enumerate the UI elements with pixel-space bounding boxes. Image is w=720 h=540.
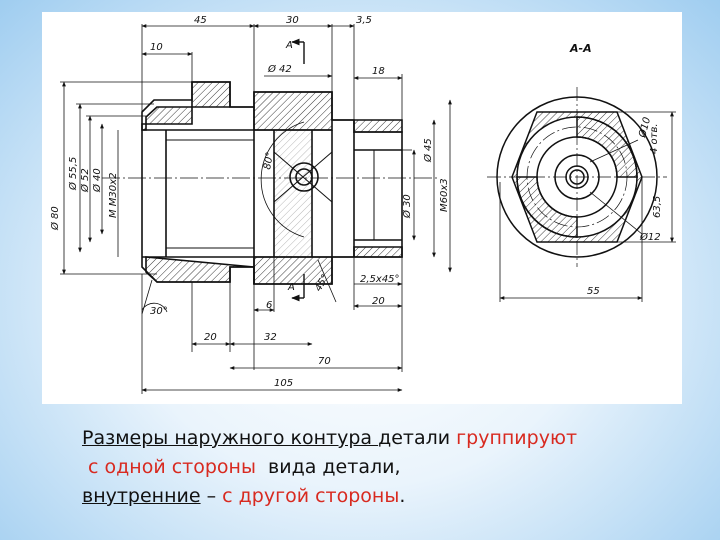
top-dimensions bbox=[141, 24, 403, 132]
technical-drawing: А А 45 30 3,5 10 18 Ø 42 Ø 80 Ø 55,5 Ø 5… bbox=[42, 12, 682, 404]
section-mark-top: А bbox=[285, 40, 293, 51]
caption-internal: внутренние bbox=[82, 485, 201, 507]
dim-70: 70 bbox=[318, 356, 331, 367]
hatch-top bbox=[141, 81, 403, 133]
dim-m60x3: M60x3 bbox=[439, 178, 450, 212]
dim-m30x2: M M30x2 bbox=[108, 173, 119, 218]
dim-6: 6 bbox=[266, 300, 272, 311]
dim-32: 32 bbox=[264, 332, 277, 343]
dim-20-right: 20 bbox=[372, 296, 385, 307]
dim-45: 45 bbox=[194, 15, 207, 26]
caption-line-3: внутренние – с другой стороны. bbox=[82, 482, 702, 511]
dim-20-left: 20 bbox=[204, 332, 217, 343]
part-section-view bbox=[141, 81, 403, 285]
right-dimensions bbox=[402, 99, 452, 273]
caption-period: . bbox=[399, 485, 406, 507]
caption-part: детали bbox=[378, 427, 457, 449]
section-dimensions bbox=[499, 111, 676, 302]
caption-outer-contour: Размеры наружного контура bbox=[82, 427, 379, 449]
dim-phi-12: Ø12 bbox=[639, 231, 661, 243]
dim-phi-30: Ø 30 bbox=[401, 194, 413, 219]
dim-105: 105 bbox=[274, 378, 293, 389]
dim-4-holes: 4 отв. bbox=[649, 123, 660, 154]
caption-one-side: с одной стороны bbox=[82, 456, 263, 478]
section-mark-bottom: А bbox=[287, 282, 295, 293]
angle-30: 30° bbox=[150, 306, 168, 317]
dim-phi-52: Ø 52 bbox=[79, 168, 91, 193]
bottom-dimensions bbox=[141, 257, 403, 394]
left-dimensions bbox=[60, 81, 192, 275]
angle-80: 80° bbox=[262, 151, 276, 170]
dim-63-5: 63,5 bbox=[652, 196, 663, 218]
caption-dash: – bbox=[200, 485, 223, 507]
dim-phi-45: Ø 45 bbox=[422, 138, 434, 163]
dim-phi-10: Ø10 bbox=[636, 116, 653, 140]
caption-line-2: с одной стороны вида детали, bbox=[82, 453, 702, 482]
caption: Размеры наружного контура детали группир… bbox=[82, 424, 702, 511]
dim-30: 30 bbox=[286, 15, 299, 26]
dim-3-5: 3,5 bbox=[356, 15, 372, 26]
caption-grouped: группируют bbox=[456, 427, 578, 449]
dim-phi-80: Ø 80 bbox=[49, 206, 61, 231]
dim-10: 10 bbox=[150, 42, 163, 53]
dim-phi-40: Ø 40 bbox=[91, 168, 103, 193]
dim-55: 55 bbox=[587, 286, 600, 297]
caption-line-1: Размеры наружного контура детали группир… bbox=[82, 424, 702, 453]
cutting-plane-marks bbox=[291, 38, 305, 302]
caption-of-view: вида детали, bbox=[262, 456, 401, 478]
dim-chamfer: 2,5x45° bbox=[360, 274, 400, 285]
section-axes bbox=[487, 87, 667, 267]
dim-18: 18 bbox=[372, 66, 385, 77]
caption-other-side: с другой стороны bbox=[222, 485, 400, 507]
angle-marks bbox=[141, 121, 337, 315]
dim-phi-42: Ø 42 bbox=[267, 63, 292, 75]
dim-phi-55-5: Ø 55,5 bbox=[67, 157, 79, 191]
section-title: А-А bbox=[569, 42, 592, 55]
outer-contour bbox=[141, 81, 403, 285]
